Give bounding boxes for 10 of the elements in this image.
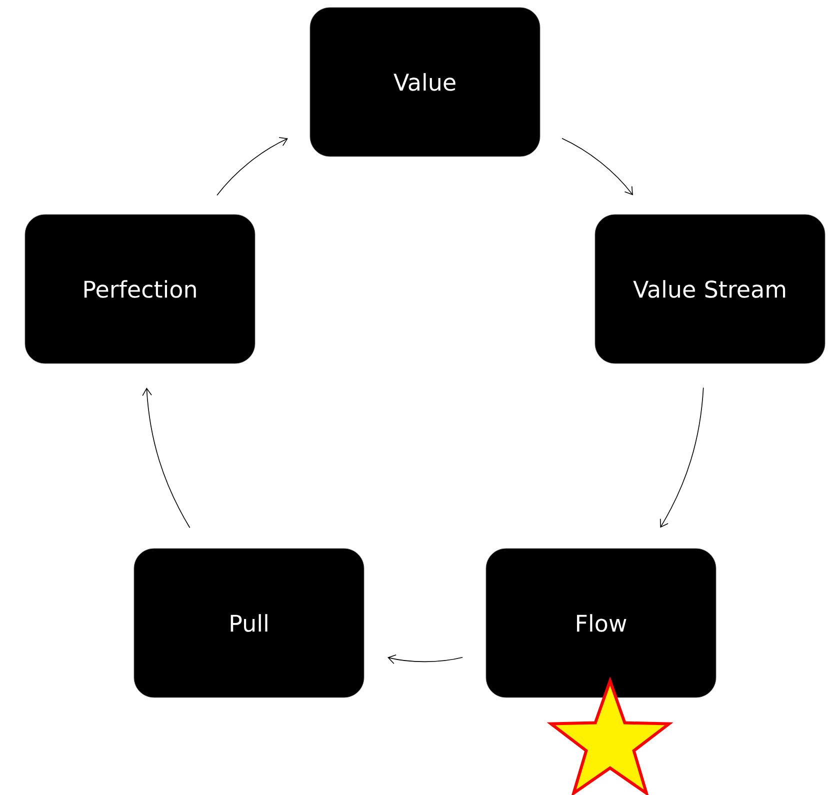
arrow — [660, 387, 704, 528]
arrow — [562, 138, 633, 196]
arrow — [216, 137, 288, 196]
arrow — [142, 388, 190, 528]
process-box: Value Stream — [594, 214, 826, 364]
arrow — [388, 654, 463, 664]
process-box: Perfection — [24, 214, 256, 364]
process-box: Value — [310, 7, 540, 157]
process-box: Pull — [134, 548, 364, 698]
process-box: Flow — [486, 548, 716, 698]
